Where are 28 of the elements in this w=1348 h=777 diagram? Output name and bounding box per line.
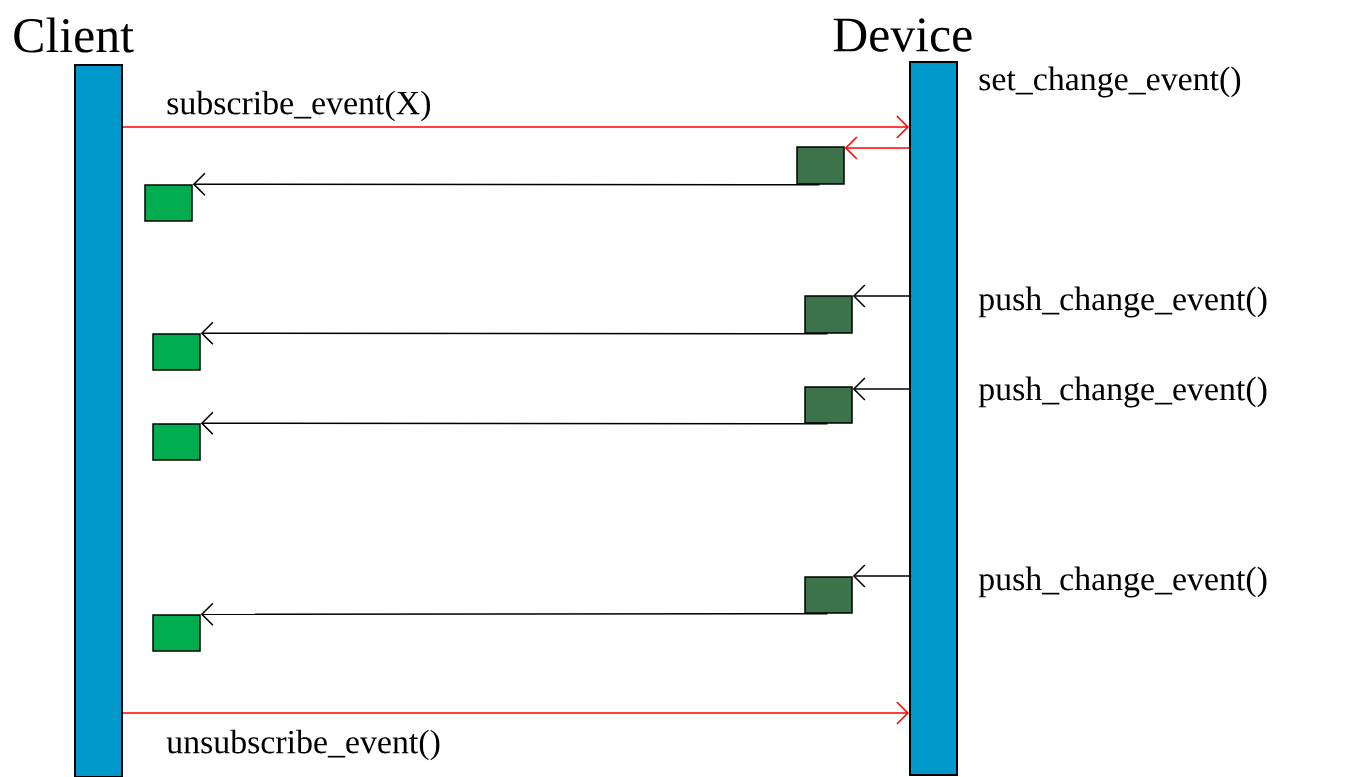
event-box (804, 576, 853, 614)
arrow (122, 115, 909, 139)
arrow (852, 377, 910, 401)
event-box (152, 614, 201, 652)
node-label: Device (833, 18, 972, 52)
node-label: Client (14, 17, 134, 53)
event-box (804, 386, 853, 424)
method-label: set_change_event() (979, 66, 1241, 98)
method-label: push_change_event() (978, 376, 1267, 408)
method-label: push_change_event() (978, 286, 1267, 318)
event-box (144, 184, 193, 222)
lifeline-bar: Device (833, 18, 972, 776)
arrow (122, 701, 909, 725)
event-box (152, 333, 201, 371)
arrow (852, 564, 910, 588)
event-box (796, 146, 845, 185)
lifeline-bar: Client (14, 17, 134, 777)
edge-label: unsubscribe_event() (165, 728, 442, 762)
arrow (844, 136, 910, 160)
arrow (192, 172, 821, 197)
arrow (200, 602, 829, 627)
event-box (152, 423, 201, 461)
event-box (804, 295, 853, 334)
arrow (200, 321, 829, 346)
arrow (200, 411, 829, 436)
arrow (852, 284, 910, 308)
method-label: push_change_event() (978, 566, 1267, 598)
edge-label: subscribe_event(X) (165, 89, 433, 123)
